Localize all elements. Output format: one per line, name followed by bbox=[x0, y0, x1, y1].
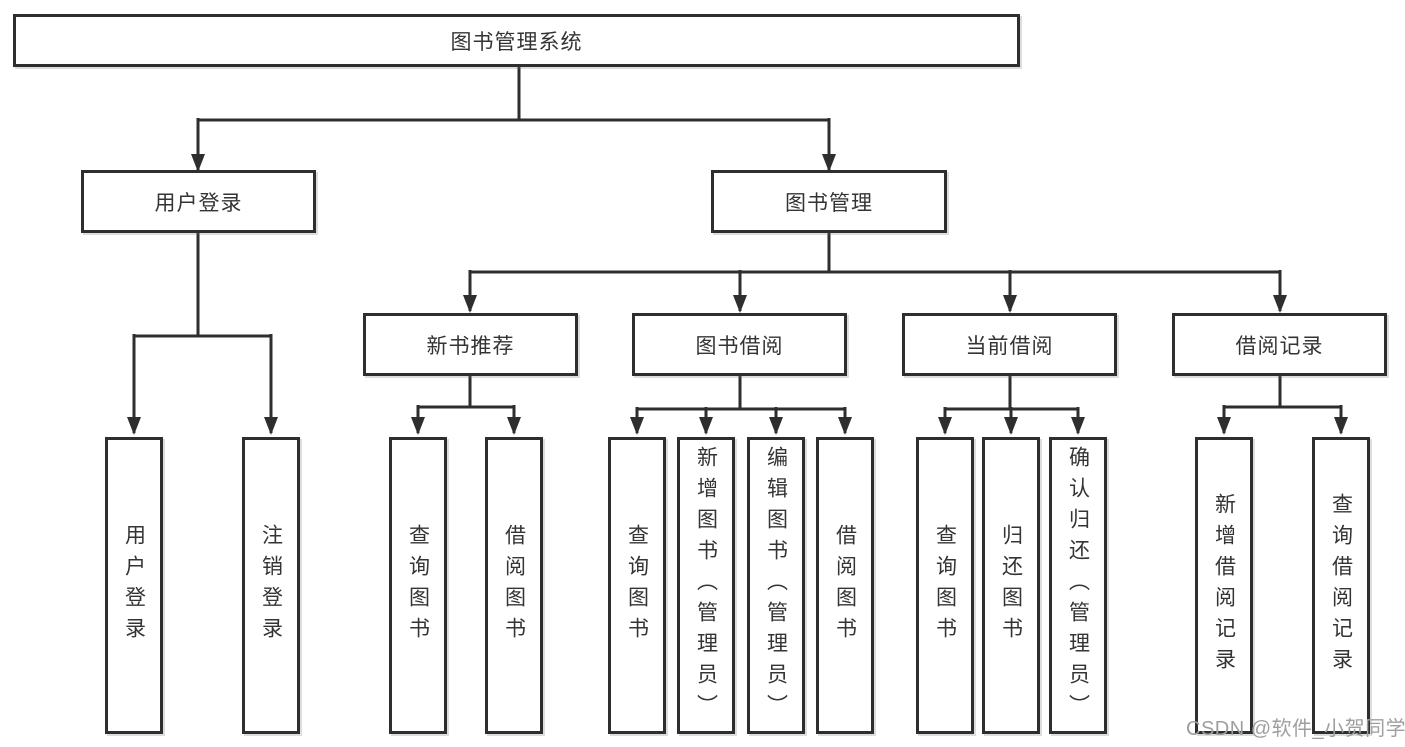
leaf-borrow-book-2: 借阅图书 bbox=[816, 437, 874, 734]
leaf-query-borrow-record: 查询借阅记录 bbox=[1312, 437, 1370, 734]
leaf-add-book-admin: 新增图书（管理员） bbox=[677, 437, 735, 734]
leaf-add-borrow-record: 新增借阅记录 bbox=[1195, 437, 1253, 734]
node-book-management: 图书管理 bbox=[711, 170, 947, 233]
leaf-confirm-return-admin: 确认归还（管理员） bbox=[1049, 437, 1107, 734]
node-user-login: 用户登录 bbox=[81, 170, 316, 233]
node-borrow-record: 借阅记录 bbox=[1172, 313, 1387, 376]
leaf-logout: 注销登录 bbox=[242, 437, 300, 734]
node-new-book-recommend: 新书推荐 bbox=[363, 313, 578, 376]
leaf-query-book-3: 查询图书 bbox=[916, 437, 974, 734]
node-current-borrow: 当前借阅 bbox=[902, 313, 1117, 376]
leaf-return-book: 归还图书 bbox=[982, 437, 1040, 734]
leaf-query-book-1: 查询图书 bbox=[389, 437, 447, 734]
leaf-query-book-2: 查询图书 bbox=[608, 437, 666, 734]
node-library-system: 图书管理系统 bbox=[13, 14, 1020, 67]
csdn-watermark: CSDN @软件_小贺同学 bbox=[1186, 718, 1405, 740]
leaf-edit-book-admin: 编辑图书（管理员） bbox=[747, 437, 805, 734]
node-book-borrow: 图书借阅 bbox=[632, 313, 847, 376]
leaf-borrow-book-1: 借阅图书 bbox=[485, 437, 543, 734]
leaf-user-login: 用户登录 bbox=[105, 437, 163, 734]
